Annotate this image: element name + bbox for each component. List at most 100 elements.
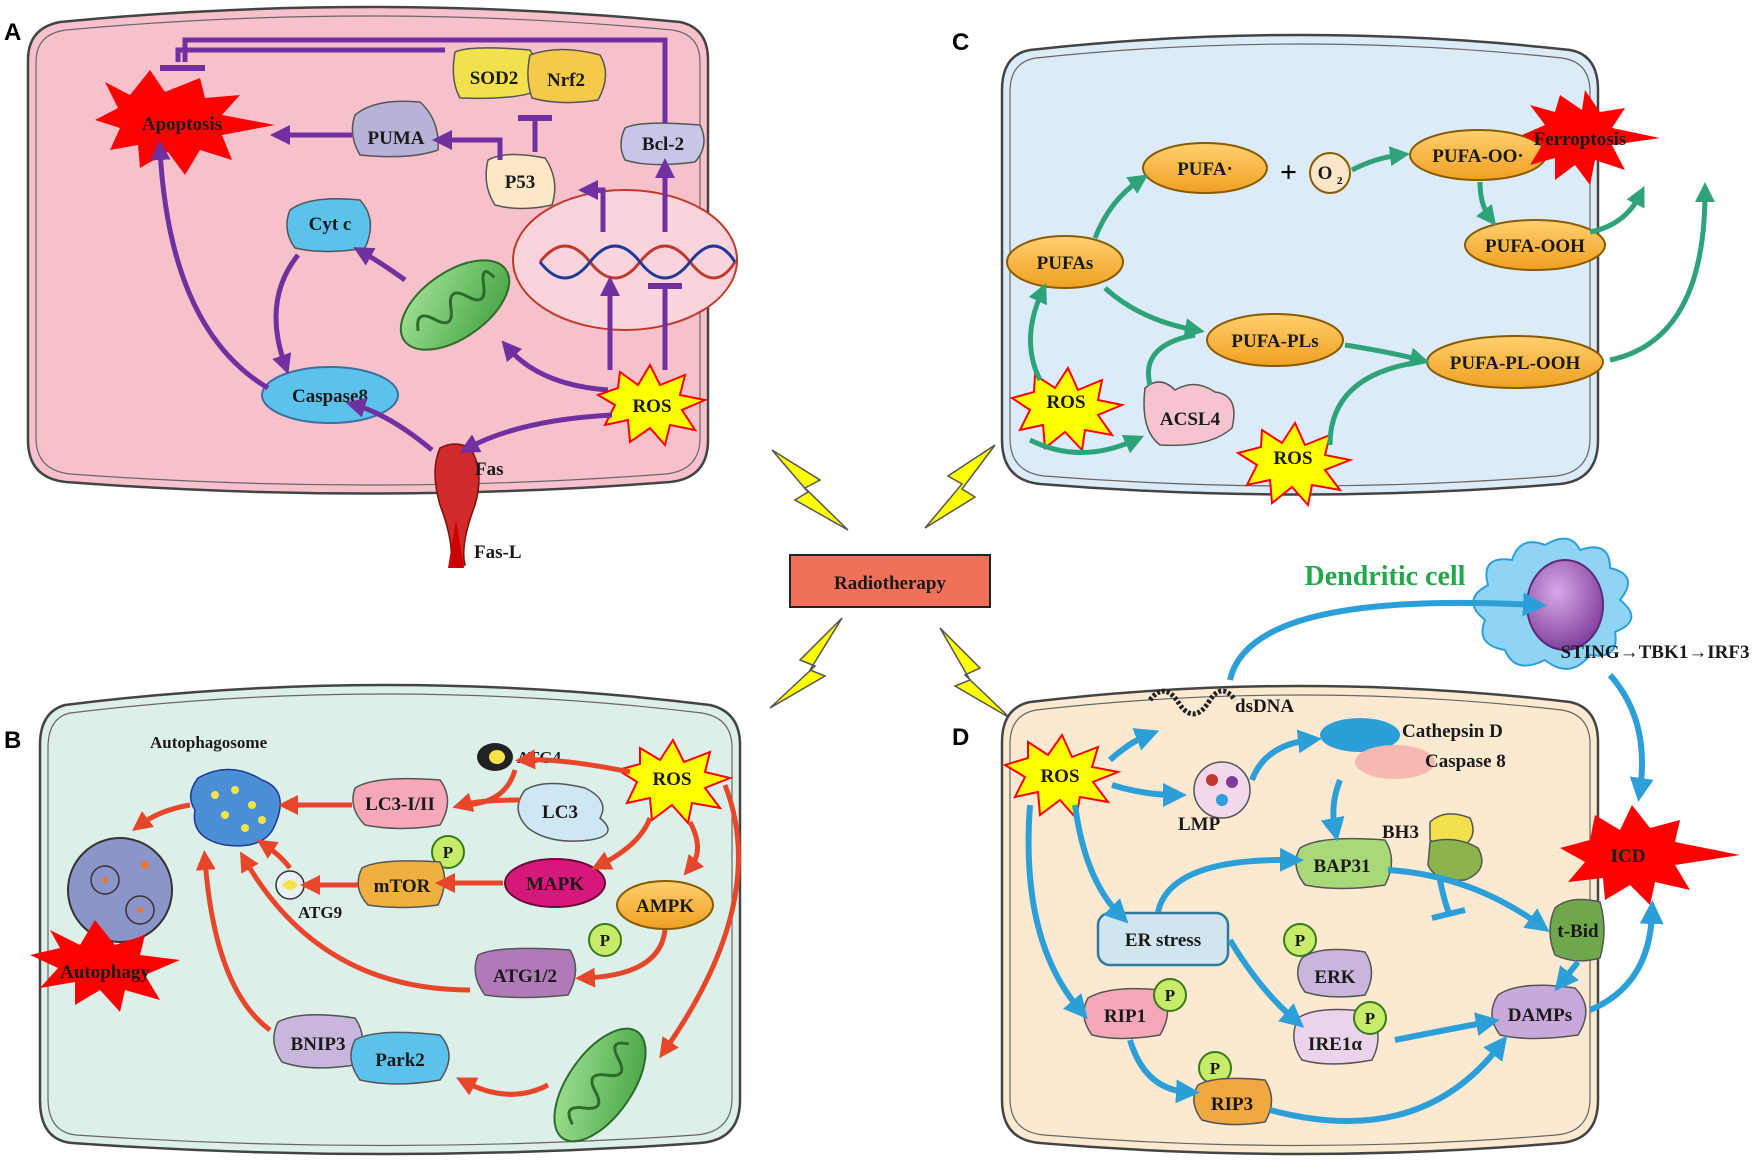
atg12-label: ATG1/2 [493, 966, 557, 987]
erk-shape [1296, 948, 1373, 998]
pufas-label: PUFAs [1037, 253, 1094, 274]
lc3-shape [517, 782, 609, 842]
autophagy-label: Autophagy [60, 962, 150, 983]
lightning-c [924, 444, 996, 529]
tbid-shape [1549, 898, 1605, 962]
bap31-label: BAP31 [1314, 856, 1371, 877]
pufa-ooh-label: PUFA-OOH [1485, 236, 1585, 257]
lightning-a [771, 449, 849, 531]
mtor-label: mTOR [374, 876, 431, 897]
atg12-p-label: P [600, 931, 610, 950]
fasl-ligand [448, 520, 464, 568]
sting-label: STING→TBK1→IRF3 [1561, 642, 1750, 663]
lightning-d [939, 627, 1011, 719]
ros-label-a: ROS [632, 396, 671, 417]
rip1-label: RIP1 [1104, 1006, 1146, 1027]
pufa-pls-shape [1206, 313, 1344, 367]
lightning-b [769, 617, 843, 709]
bcl2-label: Bcl-2 [642, 134, 684, 155]
panel-d-letter: D [952, 724, 969, 751]
p53-shape [485, 153, 556, 210]
ros-label-c2: ROS [1273, 448, 1312, 469]
ros-label-c1: ROS [1046, 392, 1085, 413]
ros-label-d: ROS [1040, 766, 1079, 787]
rip3-p-label: P [1210, 1059, 1220, 1078]
dendritic-nucleus [1526, 559, 1604, 651]
ros-burst-a [595, 362, 709, 448]
panel-c-letter: C [952, 29, 969, 56]
mitochondrion-a [399, 259, 511, 351]
rip3-shape [1193, 1077, 1273, 1126]
pufa-radical-label: PUFA· [1177, 159, 1233, 180]
sod2-label: SOD2 [470, 68, 519, 89]
lc3-label: LC3 [542, 802, 578, 823]
cytc-label: Cyt c [309, 214, 352, 235]
lmp-label: LMP [1178, 814, 1221, 835]
tbid-label: t-Bid [1557, 921, 1599, 942]
pufa-pl-ooh-label: PUFA-PL-OOH [1450, 353, 1581, 374]
mapk-label: MAPK [526, 874, 584, 895]
panel-c-ferroptosis: C PUFA· + O 2 PUFA-OO· Ferroptosis PUFAs… [952, 29, 1715, 508]
caspase-8-shape [1355, 745, 1435, 779]
mtor-p-label: P [443, 843, 453, 862]
ros-label-b: ROS [652, 769, 691, 790]
ros-burst-c2 [1235, 420, 1354, 508]
panel-b-letter: B [4, 727, 21, 754]
ferroptosis-label: Ferroptosis [1534, 129, 1627, 150]
ros-burst-b [615, 737, 734, 826]
dsdna-strand [1148, 688, 1238, 717]
er-stress-label: ER stress [1125, 930, 1201, 951]
radiotherapy-box [789, 554, 991, 608]
er-stress-box [1096, 911, 1230, 967]
panel-b-autophagy: B Autophagosome Autophagy ATG4 ROS LC3-I… [4, 683, 742, 1156]
park2-label: Park2 [375, 1050, 425, 1071]
atg12-p-circle [588, 923, 622, 957]
bh3-label: BH3 [1382, 822, 1419, 843]
damps-label: DAMPs [1508, 1005, 1572, 1026]
dsdna-label: dsDNA [1235, 696, 1294, 717]
pufa-oo-label: PUFA-OO· [1432, 146, 1523, 167]
ire1a-p-label: P [1365, 1009, 1375, 1028]
pufas-shape [1006, 235, 1124, 289]
acsl4-shape [1143, 381, 1235, 447]
pufa-radical-shape [1142, 142, 1268, 194]
o2-subscript: 2 [1337, 175, 1343, 187]
lc3i-ii-label: LC3-I/II [365, 794, 435, 815]
center-radiotherapy: Radiotherapy [769, 444, 1011, 719]
bcl2-shape [620, 122, 705, 166]
pufa-pls-label: PUFA-PLs [1231, 331, 1318, 352]
rip1-shape [1083, 987, 1169, 1040]
radiotherapy-label: Radiotherapy [834, 573, 946, 594]
fas-label: Fas [475, 459, 504, 480]
ampk-label: AMPK [636, 896, 694, 917]
atg4-icon [477, 743, 513, 771]
cathepsin-d-label: Cathepsin D [1402, 721, 1503, 742]
mapk-shape [504, 858, 606, 908]
lc3i-ii-shape [352, 777, 449, 830]
acsl4-label: ACSL4 [1160, 409, 1221, 430]
autolysosome-shape [67, 837, 173, 943]
rip1-p-label: P [1165, 986, 1175, 1005]
ire1a-label: IRE1α [1308, 1034, 1362, 1055]
apoptosis-label: Apoptosis [142, 114, 222, 135]
ferroptosis-burst [1522, 90, 1660, 185]
erk-label: ERK [1314, 967, 1355, 988]
apoptosis-burst [95, 70, 275, 175]
o2-label: O [1318, 163, 1333, 184]
erk-p-label: P [1295, 931, 1305, 950]
ampk-shape [616, 880, 714, 930]
mtor-shape [357, 860, 446, 909]
fasl-label: Fas-L [474, 542, 522, 563]
puma-shape [351, 100, 439, 158]
rip3-label: RIP3 [1211, 1094, 1253, 1115]
caspase-8-label: Caspase 8 [1425, 751, 1506, 772]
erk-p-circle [1283, 923, 1317, 957]
p53-label: P53 [505, 172, 536, 193]
icd-burst [1560, 805, 1740, 905]
atg12-shape [474, 947, 577, 999]
mtor-p-circle [431, 835, 465, 869]
pufa-ooh-shape [1464, 219, 1606, 271]
nrf2-shape [527, 48, 607, 104]
panel-a-letter: A [4, 19, 21, 46]
